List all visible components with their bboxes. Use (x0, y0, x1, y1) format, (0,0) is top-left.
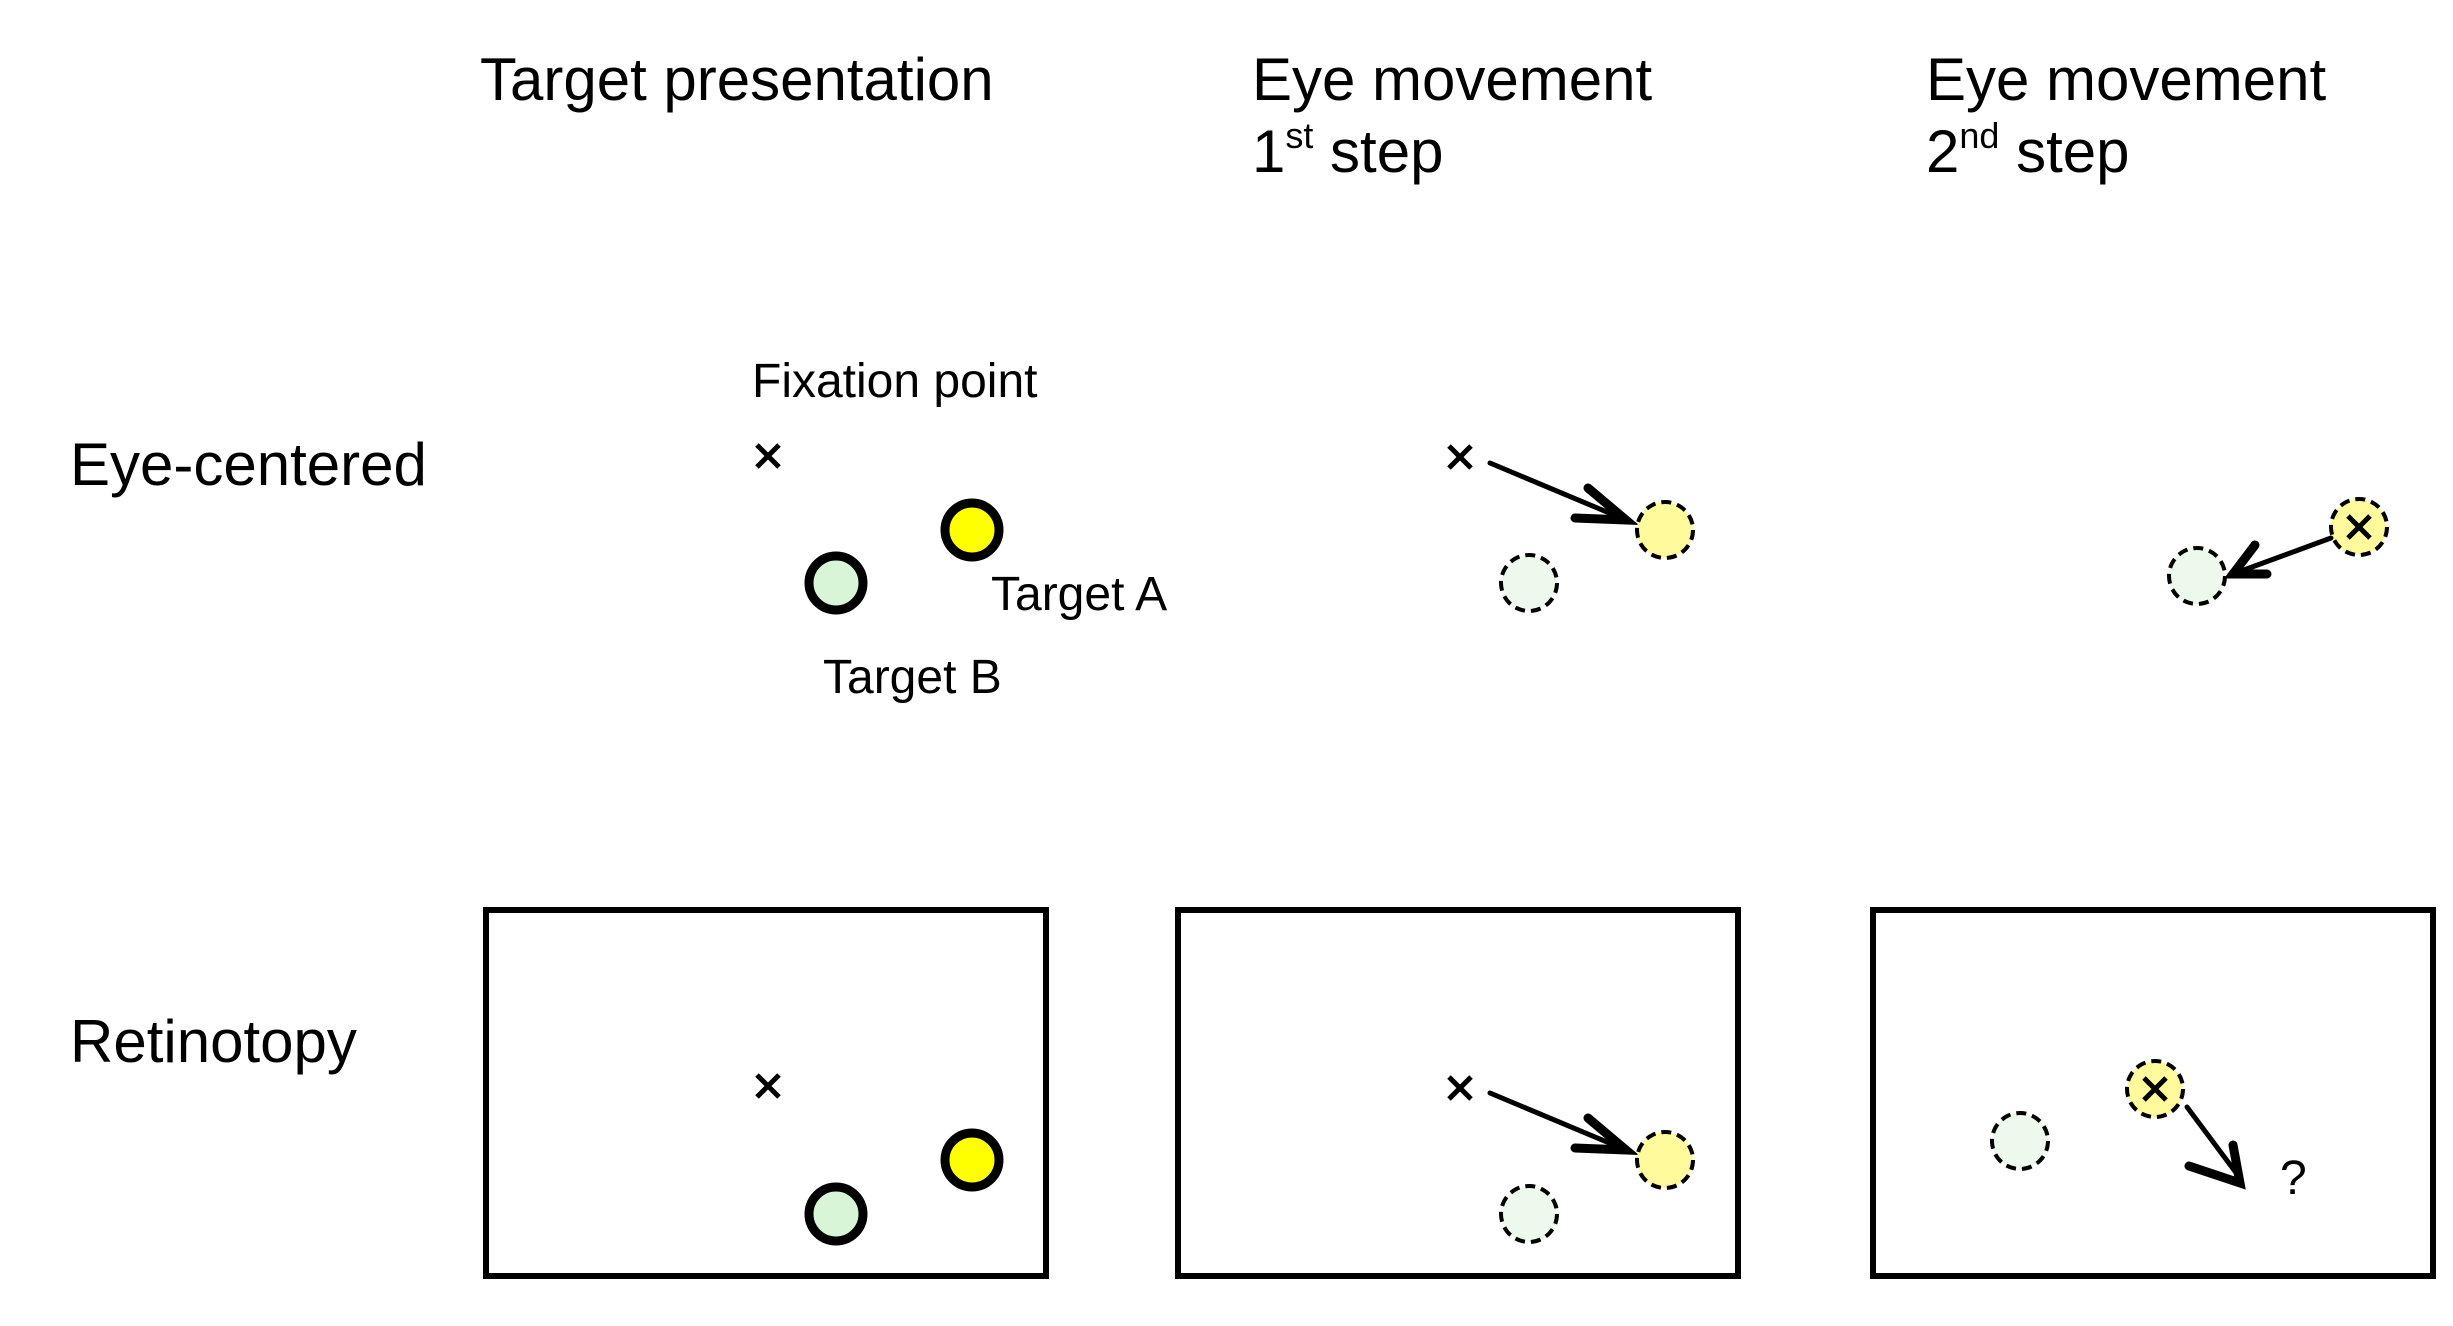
column-subheading-1st-step: 1st step (1252, 115, 1443, 185)
eye-centered-step-2 (2167, 497, 2389, 606)
retinotopy-frame-step-1 (1175, 907, 1741, 1279)
fixation-cross-icon (2142, 1076, 2168, 1102)
retinotopy-step-2: ? (1990, 1059, 2307, 1205)
column-heading-target-presentation: Target presentation (480, 46, 994, 113)
eye-centered-step-1 (1447, 444, 1695, 613)
column-heading-eye-movement-2: Eye movement (1926, 46, 2326, 113)
step-word-2: step (1999, 118, 2129, 185)
step-word-1: step (1313, 118, 1443, 185)
fixation-cross-icon (755, 1073, 781, 1099)
target-b-circle (804, 1182, 868, 1246)
saccade-arrowhead-icon (2223, 540, 2272, 579)
saccade-arrow-icon (1487, 460, 1639, 526)
row-label-eye-centered: Eye-centered (70, 431, 427, 498)
target-b-faded-circle (2167, 546, 2227, 606)
ordinal-suffix-nd: nd (1959, 115, 1999, 156)
retinotopy-frame-target-presentation (483, 907, 1049, 1279)
column-subheading-2nd-step: 2nd step (1926, 115, 2130, 185)
retinotopy-step-1 (1447, 1075, 1695, 1244)
eye-centered-target-presentation: Fixation point Target A Target B (752, 355, 1167, 704)
fixation-cross-icon (2346, 514, 2372, 540)
fixation-point-label: Fixation point (752, 355, 1038, 408)
target-a-circle (940, 1128, 1004, 1192)
target-b-circle (804, 551, 868, 615)
column-heading-eye-movement-1: Eye movement (1252, 46, 1652, 113)
target-b-faded-circle (1499, 553, 1559, 613)
retinotopy-frame-step-2 (1870, 907, 2436, 1279)
saccade-arrow-icon (2184, 1104, 2246, 1190)
ordinal-2: 2 (1926, 118, 1959, 185)
target-a-faded-circle (1635, 500, 1695, 560)
target-b-faded-circle (1499, 1184, 1559, 1244)
target-a-label: Target A (991, 568, 1167, 621)
retinotopy-target-presentation (755, 1073, 1004, 1246)
fixation-cross-icon (755, 443, 781, 469)
target-a-circle (940, 498, 1004, 562)
ordinal-1: 1 (1252, 118, 1285, 185)
unknown-target-question-mark: ? (2280, 1152, 2307, 1205)
ordinal-suffix-st: st (1285, 115, 1313, 156)
saccade-arrow-icon (2230, 535, 2334, 577)
target-b-faded-circle (1990, 1111, 2050, 1171)
saccade-arrow-icon (1487, 1090, 1639, 1156)
row-label-retinotopy: Retinotopy (70, 1008, 357, 1075)
target-b-label: Target B (823, 651, 1002, 704)
target-a-faded-circle (1635, 1130, 1695, 1190)
fixation-cross-icon (1447, 444, 1473, 470)
fixation-cross-icon (1447, 1075, 1473, 1101)
